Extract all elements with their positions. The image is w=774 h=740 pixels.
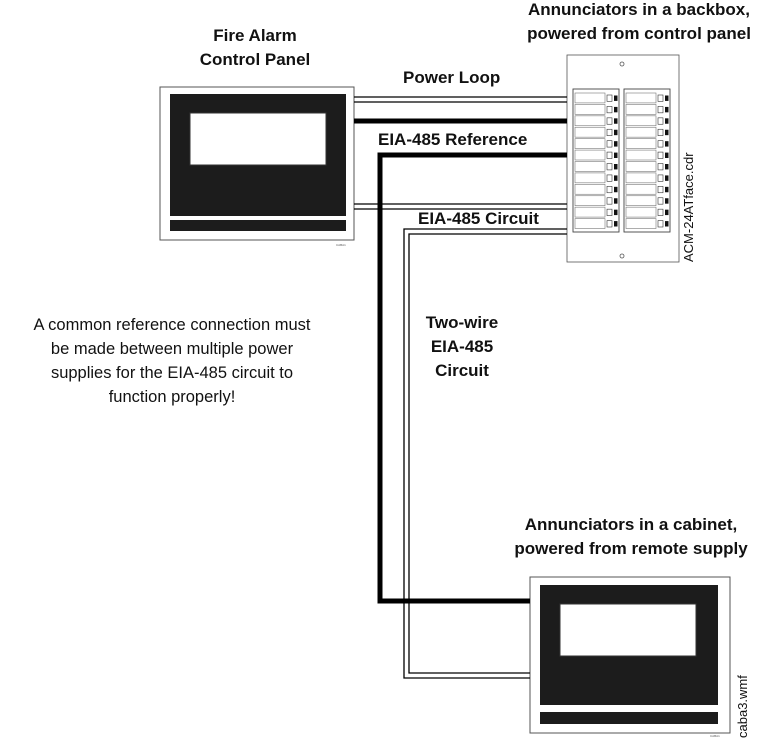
eia485-reference-label: EIA-485 Reference	[378, 130, 528, 149]
annunciator-switch	[614, 141, 618, 147]
annunciator-switch	[665, 141, 669, 147]
remote-cabinet	[529, 576, 731, 734]
annunciator-led	[657, 220, 664, 228]
annunciator-row	[574, 149, 606, 161]
annunciator-led	[657, 174, 664, 182]
annunciator-led	[606, 117, 613, 125]
annunciator-row	[625, 138, 657, 149]
annunciator-row	[574, 195, 606, 206]
annunciator-led	[606, 220, 613, 228]
annunciator-row	[625, 195, 657, 206]
annunciator-row	[574, 92, 606, 104]
annunciator-row	[625, 218, 657, 229]
cabinet-title: Annunciators in a cabinet, powered from …	[514, 515, 748, 558]
annunciator-row	[625, 92, 657, 104]
eia485-reference-wire	[354, 118, 567, 604]
annunciator-led	[606, 208, 613, 216]
reference-note: A common reference connection must be ma…	[33, 316, 311, 406]
annunciator-switch	[614, 152, 618, 158]
annunciator-row	[574, 206, 606, 218]
backbox-annunciators	[566, 54, 680, 263]
annunciator-led	[657, 94, 664, 102]
annunciator-switch	[665, 95, 669, 101]
annunciator-switch	[614, 129, 618, 136]
annunciator-row	[625, 206, 657, 218]
annunciator-switch	[614, 221, 618, 227]
power-loop-wire	[354, 96, 567, 103]
annunciator-row	[625, 149, 657, 161]
annunciator-row	[574, 138, 606, 149]
annunciator-row	[625, 172, 657, 184]
annunciator-switch	[665, 118, 669, 124]
annunciator-switch	[614, 209, 618, 216]
annunciator-switch	[665, 164, 669, 170]
annunciator-switch	[665, 175, 669, 181]
fire-alarm-control-panel	[159, 86, 355, 241]
annunciator-led	[606, 174, 613, 182]
facp-title: Fire Alarm Control Panel	[199, 26, 311, 69]
annunciator-switch	[614, 186, 618, 193]
annunciator-switch	[665, 186, 669, 193]
annunciator-row	[625, 126, 657, 138]
acm-face-file-label: ACM-24ATface.cdr	[681, 152, 696, 262]
annunciator-led	[606, 151, 613, 159]
annunciator-led	[657, 151, 664, 159]
annunciator-row	[574, 218, 606, 229]
annunciator-row	[574, 126, 606, 138]
annunciator-row	[574, 161, 606, 172]
two-wire-label: Two-wire EIA-485 Circuit	[425, 313, 499, 380]
eia485-circuit-label: EIA-485 Circuit	[418, 209, 539, 228]
annunciator-row	[574, 104, 606, 115]
annunciator-led	[657, 163, 664, 171]
annunciator-switch	[665, 221, 669, 227]
annunciator-switch	[665, 106, 669, 113]
annunciator-led	[657, 140, 664, 148]
annunciator-row	[574, 184, 606, 195]
annunciator-led	[657, 186, 664, 194]
annunciator-switch	[665, 152, 669, 158]
caba3-file-label: caba3.wmf	[735, 675, 750, 738]
annunciator-row	[574, 115, 606, 127]
annunciator-switch	[614, 198, 618, 204]
annunciator-led	[606, 163, 613, 171]
annunciator-led	[606, 186, 613, 194]
annunciator-switch	[665, 198, 669, 204]
cabinet-tiny-label: CABA1	[710, 734, 720, 738]
annunciator-switch	[614, 106, 618, 113]
annunciator-led	[657, 117, 664, 125]
annunciator-switch	[665, 129, 669, 136]
annunciator-led	[606, 197, 613, 205]
annunciator-row	[625, 115, 657, 127]
annunciator-led	[657, 208, 664, 216]
annunciator-row	[574, 172, 606, 184]
annunciator-switch	[665, 209, 669, 216]
facp-tiny-label: CABA1	[336, 243, 346, 247]
annunciator-led	[606, 140, 613, 148]
annunciator-led	[657, 197, 664, 205]
annunciator-led	[657, 128, 664, 136]
annunciator-row	[625, 184, 657, 195]
annunciator-switch	[614, 118, 618, 124]
annunciator-row	[625, 161, 657, 172]
eia485-circuit-wire	[354, 203, 567, 679]
annunciator-led	[606, 106, 613, 114]
annunciator-led	[657, 106, 664, 114]
annunciator-led	[606, 128, 613, 136]
annunciator-switch	[614, 164, 618, 170]
annunciator-switch	[614, 175, 618, 181]
power-loop-label: Power Loop	[403, 68, 501, 87]
annunciator-led	[606, 94, 613, 102]
annunciator-row	[625, 104, 657, 115]
backbox-title: Annunciators in a backbox, powered from …	[527, 0, 751, 43]
annunciator-switch	[614, 95, 618, 101]
